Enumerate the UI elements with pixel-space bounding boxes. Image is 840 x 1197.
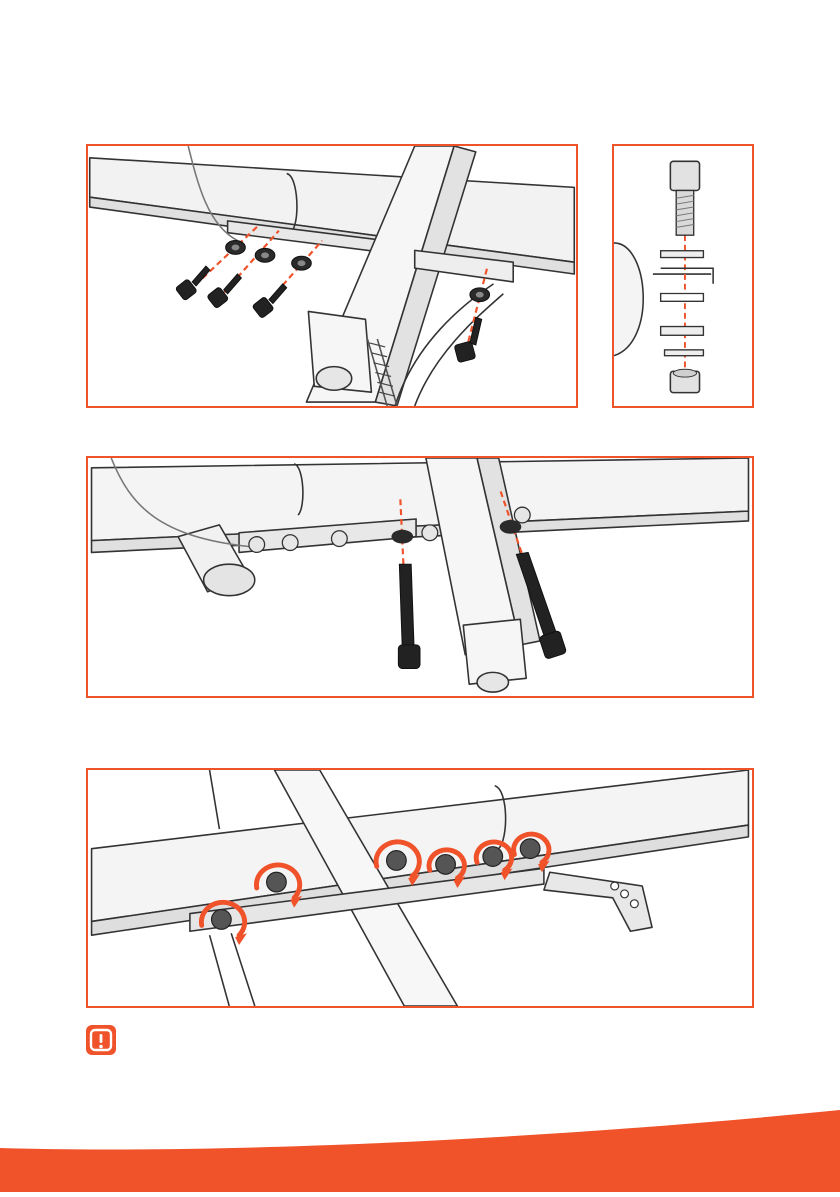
- figure-step-1: [86, 144, 578, 408]
- figure-hardware-detail: [612, 144, 754, 408]
- figure-step-3-drawing: [88, 770, 752, 1006]
- figure-step-2: [86, 456, 754, 698]
- exclamation-icon: [86, 1025, 116, 1055]
- footer-wave-shape: [0, 1110, 840, 1192]
- notice-badge: [86, 1025, 116, 1055]
- figure-step-1-drawing: [88, 146, 576, 406]
- figure-step-3: [86, 768, 754, 1008]
- footer-wave: [0, 1110, 840, 1192]
- figure-step-2-drawing: [88, 458, 752, 696]
- figure-hardware-detail-drawing: [614, 146, 752, 406]
